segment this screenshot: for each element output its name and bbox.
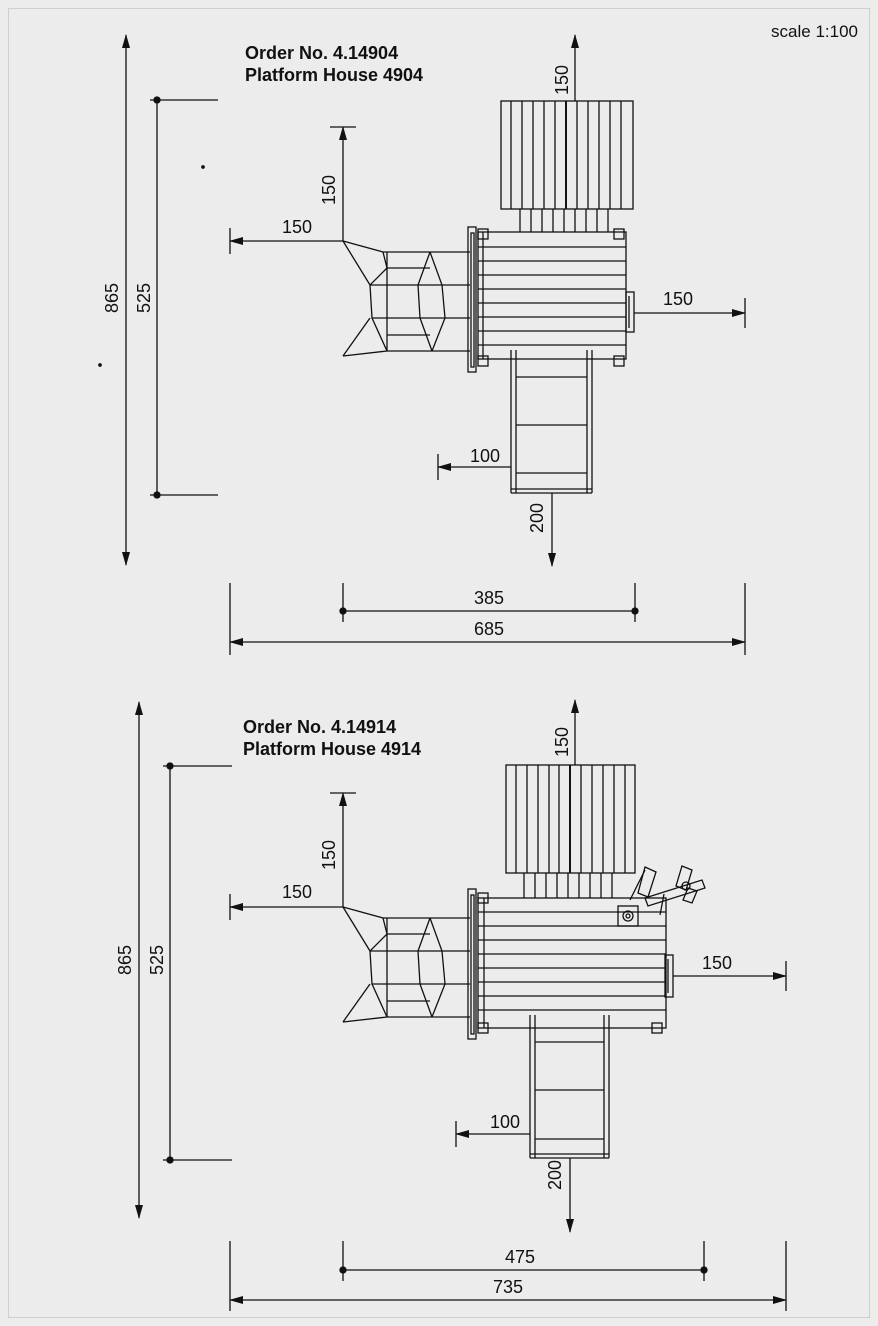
sheet-frame — [8, 8, 870, 1318]
plan-1-left-clearance-arrow — [229, 228, 343, 254]
plan-1-roof — [500, 100, 634, 232]
plan-1-ladder-left-clearance-label: 100 — [470, 446, 500, 466]
plan-1-inner-height-dimension — [150, 96, 218, 499]
plan-2-overall-width-label: 735 — [493, 1277, 523, 1297]
plan-2-platform-deck — [477, 892, 674, 1034]
plan-2-overall-height-label: 865 — [115, 945, 135, 975]
plan-2-title: Order No. 4.14914 Platform House 4914 — [243, 716, 421, 760]
plan-1-slide-net — [342, 240, 470, 357]
plan-2-ladder-left-clearance-arrow — [455, 1121, 530, 1147]
plan-1-slide-top-clearance-label: 150 — [319, 175, 339, 205]
plan-1-right-clearance-label: 150 — [663, 289, 693, 309]
plan-1-stray-dot-2 — [98, 363, 102, 367]
plan-2-steering-wheel-icon — [644, 865, 706, 916]
plan-1-inner-width-label: 385 — [474, 588, 504, 608]
plan-1-product-name: Platform House 4904 — [245, 65, 424, 85]
plan-1-width-dimensions — [229, 583, 746, 655]
plan-2-left-clearance-arrow — [229, 894, 343, 920]
plan-2-inner-height-dimension — [163, 762, 232, 1164]
plan-2-product-name: Platform House 4914 — [243, 739, 422, 759]
plan-1-right-clearance-arrow — [634, 298, 746, 328]
plan-2-slide-flange — [467, 888, 477, 1040]
plan-1-order-number: Order No. 4.14904 — [245, 43, 399, 63]
plan-1-left-clearance-label: 150 — [282, 217, 312, 237]
plan-1-stray-dot — [201, 165, 205, 169]
plan-2-roof-top-clearance-label: 150 — [552, 727, 572, 757]
plan-2-left-clearance-label: 150 — [282, 882, 312, 902]
plan-2-ladder-left-clearance-label: 100 — [490, 1112, 520, 1132]
plan-1-slide-top-clearance-arrow — [330, 126, 356, 241]
plan-2-ladder — [529, 1015, 610, 1159]
plan-1-title: Order No. 4.14904 Platform House 4904 — [245, 42, 423, 86]
plan-1: 865 525 150 150 — [98, 34, 746, 655]
plan-2-inner-width-label: 475 — [505, 1247, 535, 1267]
plan-2-right-clearance-arrow — [673, 961, 787, 991]
plan-1-platform-deck — [477, 228, 635, 367]
plan-2-right-clearance-label: 150 — [702, 953, 732, 973]
plan-2-roof — [505, 764, 636, 898]
plan-1-inner-height-label: 525 — [134, 283, 154, 313]
plan-2-inner-height-label: 525 — [147, 945, 167, 975]
plan-2: 865 525 150 150 — [115, 699, 787, 1311]
plan-2-width-dimensions — [229, 1241, 787, 1311]
plan-1-ladder-left-clearance-arrow — [437, 454, 511, 480]
plan-1-overall-width-label: 685 — [474, 619, 504, 639]
plan-2-slide-top-clearance-arrow — [330, 792, 356, 907]
plan-1-slide-flange — [467, 226, 477, 373]
scale-label: scale 1:100 — [771, 22, 858, 41]
plan-1-overall-height-label: 865 — [102, 283, 122, 313]
plan-1-ladder — [510, 350, 593, 494]
plan-1-ladder-bottom-clearance-label: 200 — [527, 503, 547, 533]
plan-2-ladder-bottom-clearance-label: 200 — [545, 1160, 565, 1190]
plan-2-slide-net — [342, 906, 470, 1023]
plan-2-slide-top-clearance-label: 150 — [319, 840, 339, 870]
plan-2-order-number: Order No. 4.14914 — [243, 717, 397, 737]
plan-1-roof-top-clearance-label: 150 — [552, 65, 572, 95]
